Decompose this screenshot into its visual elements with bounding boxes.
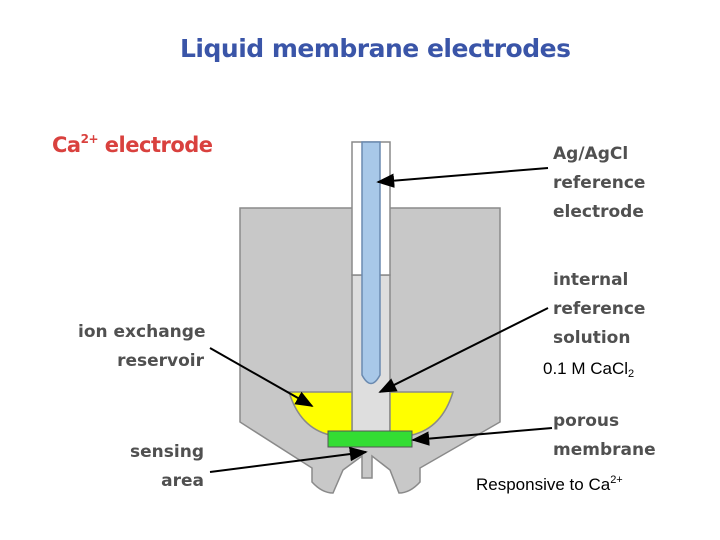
arrow-internal-ref: [378, 307, 549, 393]
porous-membrane: [327, 430, 413, 448]
ag-agcl-wire: [361, 141, 381, 385]
label-ion-exchange: ion exchange reservoir: [78, 322, 206, 371]
label-ag-agcl: Ag/AgCl reference electrode: [553, 144, 646, 222]
subtitle: Ca2+ electrode: [52, 132, 213, 157]
label-sensing-area: sensing area: [130, 442, 204, 491]
label-internal-reference: internal reference solution: [553, 270, 646, 348]
subtitle-ca: Ca: [52, 133, 81, 157]
diagram-title: Liquid membrane electrodes: [180, 34, 571, 63]
label-porous-membrane: porous membrane: [553, 411, 656, 460]
note-responsive: Responsive to Ca2+: [476, 474, 623, 494]
arrow-ag-agcl: [376, 167, 549, 188]
arrow-ion-exchange: [209, 347, 314, 407]
subtitle-electrode: electrode: [98, 133, 213, 157]
note-cacl2: 0.1 M CaCl2: [543, 359, 635, 380]
subtitle-charge: 2+: [80, 132, 99, 146]
arrow-porous: [411, 427, 553, 446]
arrow-sensing: [209, 446, 368, 473]
